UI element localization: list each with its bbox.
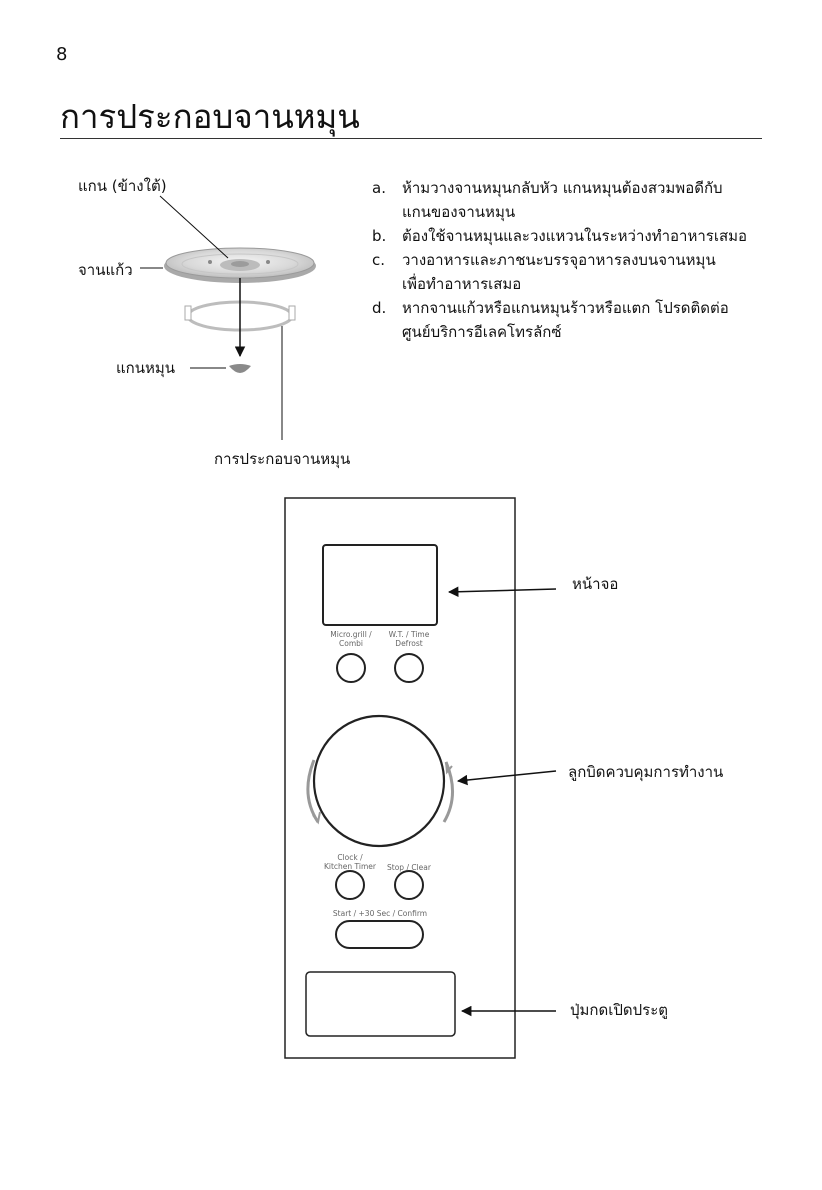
instruction-letter: b. xyxy=(372,227,387,245)
shaft-label: แกนหมุน xyxy=(116,359,176,377)
glass-tray-label: จานแก้ว xyxy=(78,261,133,279)
instruction-line: แกนของจานหมุน xyxy=(402,203,516,221)
instruction-line: วางอาหารและภาชนะบรรจุอาหารลงบนจานหมุน xyxy=(402,251,716,269)
door-button-callout-label: ปุ่มกดเปิดประตู xyxy=(570,1001,668,1019)
micro-grill-label-line1: Micro.grill / xyxy=(330,630,372,639)
clock-button-label: Clock / Kitchen Timer xyxy=(320,853,380,871)
instruction-letter: a. xyxy=(372,179,386,197)
instruction-line: หากจานแก้วหรือแกนหมุนร้าวหรือแตก โปรดติด… xyxy=(402,299,729,317)
instruction-list: a. ห้ามวางจานหมุนกลับหัว แกนหมุนต้องสวมพ… xyxy=(372,176,772,344)
clock-label-line2: Kitchen Timer xyxy=(323,862,376,871)
knob-callout-label: ลูกบิดควบคุมการทำงาน xyxy=(568,763,724,781)
coupler-illustration xyxy=(229,364,251,373)
instruction-item: b. ต้องใช้จานหมุนและวงแหวนในระหว่างทำอาห… xyxy=(372,224,772,248)
instruction-letter: c. xyxy=(372,251,386,269)
title-divider xyxy=(60,138,762,139)
instruction-line: ห้ามวางจานหมุนกลับหัว แกนหมุนต้องสวมพอดี… xyxy=(402,179,723,197)
start-button-label: Start / +30 Sec / Confirm xyxy=(332,909,428,918)
clock-label-line1: Clock / xyxy=(337,853,363,862)
page-number: 8 xyxy=(56,44,68,65)
stop-clear-button-label: Stop / Clear xyxy=(387,863,431,872)
shaft-under-label: แกน (ข้างใต้) xyxy=(78,177,167,195)
wt-time-label-line2: Defrost xyxy=(395,639,423,648)
instruction-letter: d. xyxy=(372,299,387,317)
instruction-line: เพื่อทำอาหารเสมอ xyxy=(402,275,522,293)
instruction-item: d. หากจานแก้วหรือแกนหมุนร้าวหรือแตก โปรด… xyxy=(372,296,772,344)
control-panel-illustration xyxy=(284,497,516,1059)
instruction-item: a. ห้ามวางจานหมุนกลับหัว แกนหมุนต้องสวมพ… xyxy=(372,176,772,224)
instruction-line: ต้องใช้จานหมุนและวงแหวนในระหว่างทำอาหารเ… xyxy=(402,227,748,245)
micro-grill-button-label: Micro.grill / Combi xyxy=(321,630,381,648)
assembly-label: การประกอบจานหมุน xyxy=(214,450,351,468)
wt-time-label-line1: W.T. / Time xyxy=(388,630,430,639)
glass-tray-illustration xyxy=(164,247,316,283)
instruction-item: c. วางอาหารและภาชนะบรรจุอาหารลงบนจานหมุน… xyxy=(372,248,772,296)
instruction-line: ศูนย์บริการอีเลคโทรลักซ์ xyxy=(402,323,562,341)
display-callout-label: หน้าจอ xyxy=(572,575,619,593)
micro-grill-label-line2: Combi xyxy=(339,639,363,648)
wt-time-button-label: W.T. / Time Defrost xyxy=(379,630,439,648)
page-title: การประกอบจานหมุน xyxy=(60,97,360,136)
